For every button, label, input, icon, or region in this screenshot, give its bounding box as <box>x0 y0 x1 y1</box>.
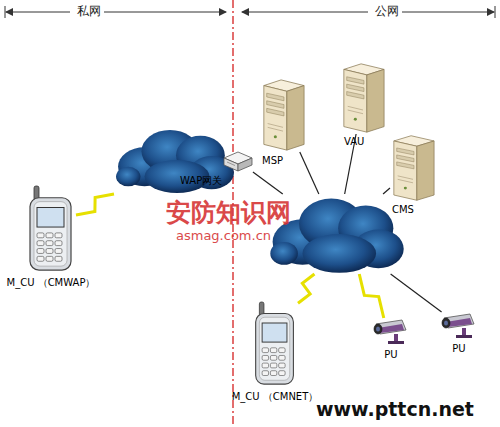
zone-label: 公网 <box>372 3 402 20</box>
server-icon <box>390 134 436 202</box>
camera-node: PU <box>372 318 410 344</box>
camera-node: PU <box>440 312 478 338</box>
node-label: M_CU （CMNET） <box>230 390 320 403</box>
node-label: PU <box>372 348 410 361</box>
gateway-icon <box>222 150 254 172</box>
node-label: PU <box>440 342 478 355</box>
camera-icon <box>372 318 410 344</box>
span-tick <box>5 6 6 18</box>
network-link <box>253 172 283 194</box>
phone-icon <box>26 186 76 272</box>
server-icon <box>260 78 306 152</box>
server-node: CMS <box>390 134 436 202</box>
span-arrow <box>242 12 368 13</box>
watermark: www.pttcn.net <box>316 398 474 420</box>
phone-node: M_CU （CMNET） <box>252 302 298 386</box>
network-link <box>300 152 319 194</box>
wireless-link <box>359 274 383 318</box>
network-link <box>391 274 442 312</box>
span-arrow <box>6 12 70 13</box>
server-node: MSP <box>260 78 306 152</box>
server-node: VAU <box>340 62 386 134</box>
span-arrow <box>402 12 494 13</box>
span-arrow <box>104 12 226 13</box>
node-label: MSP <box>262 154 302 167</box>
wireless-link <box>298 274 314 303</box>
wireless-link <box>76 194 114 215</box>
node-label: M_CU （CMWAP） <box>6 276 96 289</box>
node-label: WAP网关 <box>180 174 250 187</box>
node-label: VAU <box>344 135 384 148</box>
watermark: asmag.com.cn <box>176 228 271 243</box>
node-label: CMS <box>392 203 432 216</box>
phone-node: M_CU （CMWAP） <box>26 186 76 272</box>
span-tick <box>495 6 496 18</box>
cloud-node <box>268 194 406 274</box>
zone-label: 私网 <box>74 3 104 20</box>
camera-icon <box>440 312 478 338</box>
network-divider <box>232 0 233 427</box>
cloud-shape <box>268 194 406 274</box>
server-icon <box>340 62 386 134</box>
gateway-node: WAP网关 <box>222 150 254 172</box>
network-link <box>383 188 390 194</box>
phone-icon <box>252 302 298 386</box>
watermark: 安防知识网 <box>166 196 291 229</box>
